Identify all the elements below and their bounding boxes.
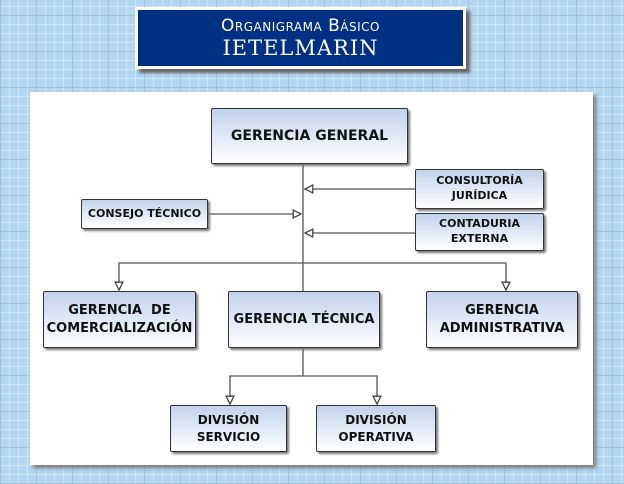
organization-name: IETELMARIN [222,36,379,60]
node-gerencia-administrativa[interactable]: GERENCIA ADMINISTRATIVA [426,291,578,348]
node-gerencia-general[interactable]: GERENCIA GENERAL [211,108,408,164]
node-contaduria-externa[interactable]: CONTADURIA EXTERNA [415,213,544,251]
node-gerencia-comercializacion[interactable]: GERENCIA DE COMERCIALIZACIÓN [43,291,196,348]
chart-title: Organigrama Básico [221,16,380,36]
node-division-servicio[interactable]: DIVISIÓN SERVICIO [170,405,287,452]
node-consultoria-juridica[interactable]: CONSULTORÍA JURÍDICA [415,169,544,209]
node-consejo-tecnico[interactable]: CONSEJO TÉCNICO [81,199,208,229]
node-gerencia-tecnica[interactable]: GERENCIA TÉCNICA [228,291,380,348]
title-banner: Organigrama Básico IETELMARIN [135,7,466,69]
node-division-operativa[interactable]: DIVISIÓN OPERATIVA [316,405,436,452]
